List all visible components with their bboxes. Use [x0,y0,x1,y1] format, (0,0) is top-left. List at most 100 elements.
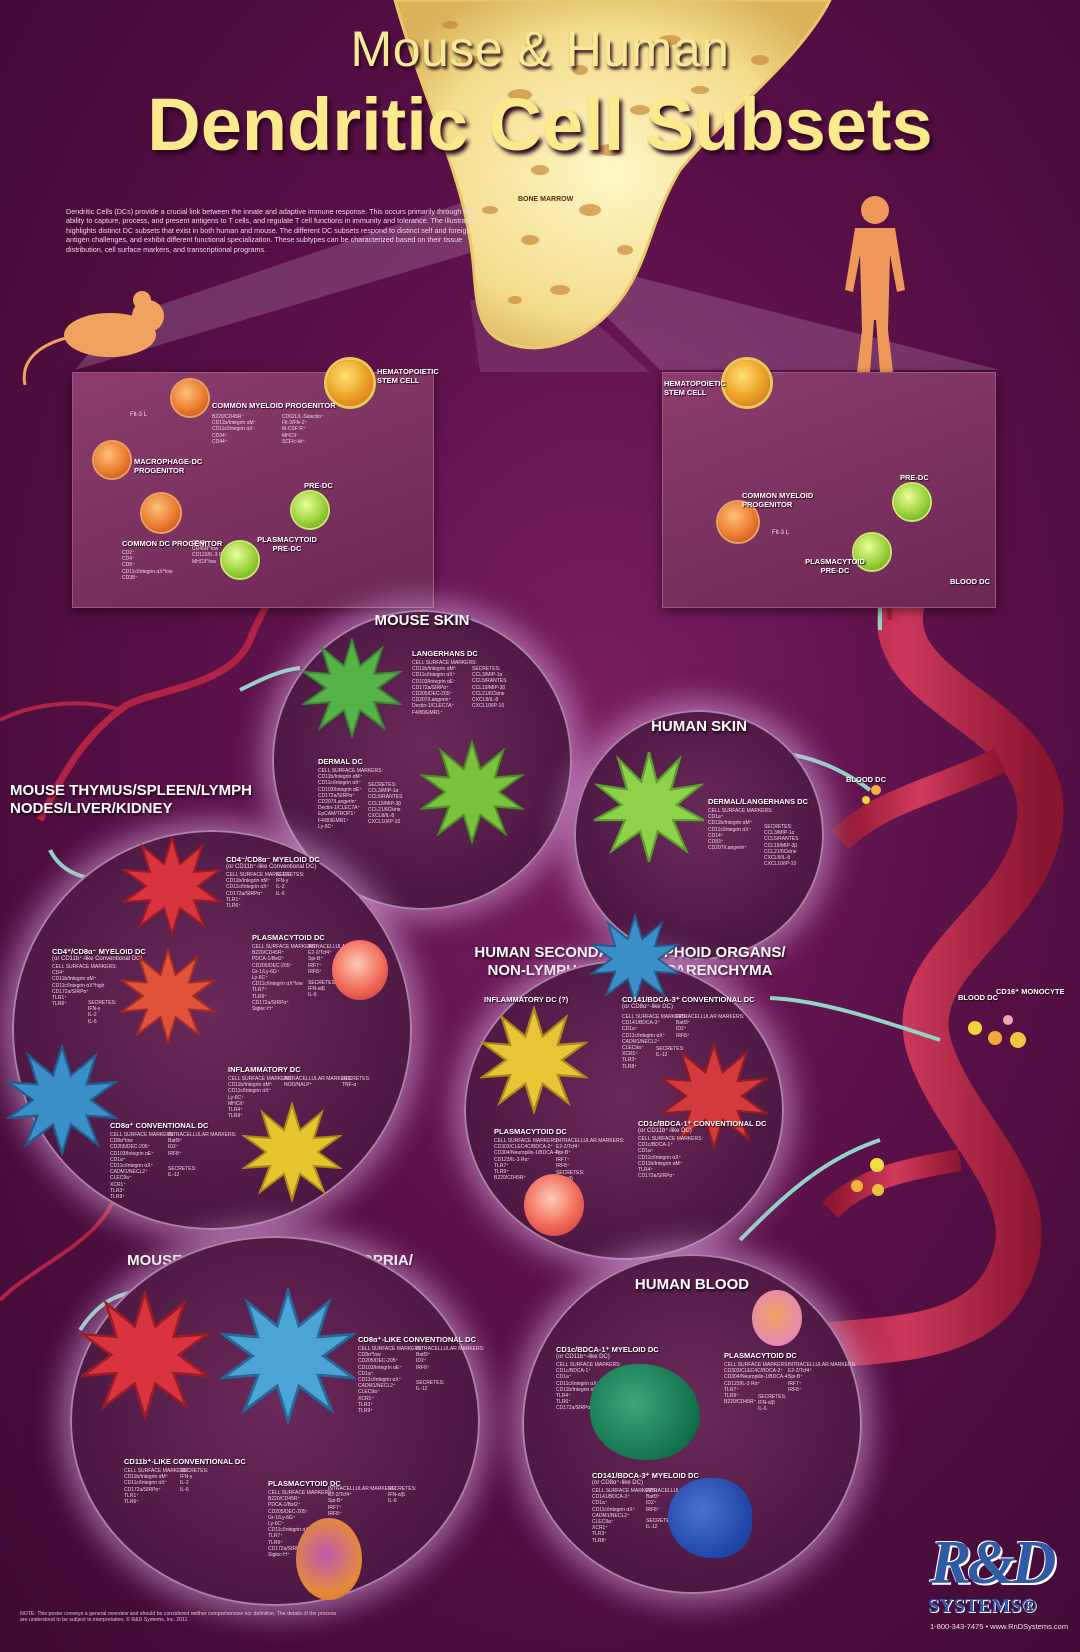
human-cd141-subtitle: (or CD8α⁺-like DC) [622,1004,673,1010]
human-blood-cd141-secretes: SECRETES: IL-12 [646,1518,675,1531]
human-blood-pdc-markers: CELL SURFACE MARKERS: CD303/CLEC4C/BDCA-… [724,1362,791,1406]
mouse-pdc-pre-label: PLASMACYTOID PRE-DC [257,535,317,553]
rd-systems-contact: 1-800-343-7475 • www.RnDSystems.com [930,1622,1069,1631]
mouse-thymus-pdc-secretes: SECRETES: IFN-α/β IL-6 [308,980,337,999]
mouse-cdp-cell [142,494,180,532]
mouse-inflammatory-title: INFLAMMATORY DC [228,1065,301,1074]
human-blood-cd1c-markers: CELL SURFACE MARKERS: CD1c/BDCA-1⁺ CD1a⁺… [556,1362,621,1412]
mouse-cd4neg-title: CD4⁻/CD8α⁻ MYELOID DC [226,855,320,864]
mouse-cd4neg-secretes: SECRETES: IFN-γ IL-2 IL-6 [276,872,305,897]
human-secondary-circle: INFLAMMATORY DC (?) CD141/BDCA-3⁺ CONVEN… [464,914,784,1260]
mouse-intestinal-cd8-secretes: SECRETES: IL-12 [416,1380,445,1393]
human-vessel-branch-2 [822,1149,962,1218]
mouse-cd4pos-markers: CELL SURFACE MARKERS: CD4⁺ CD11b/Integri… [52,964,117,1008]
mouse-langerhans-title: LANGERHANS DC [412,649,478,658]
human-cmp-cell [718,502,758,542]
mouse-dermal-markers: CELL SURFACE MARKERS: CD11b/Integrin αM⁺… [318,768,383,830]
human-stem-cell [724,360,770,406]
mouse-silhouette [22,291,164,386]
bone-marrow-label: BONE MARROW [518,196,574,203]
disclaimer-note: NOTE: This poster conveys a general over… [20,1611,337,1624]
human-inflammatory-title: INFLAMMATORY DC (?) [484,995,569,1004]
mouse-dermal-title: DERMAL DC [318,757,363,766]
human-cd141-secretes: SECRETES: IL-12 [656,1046,685,1059]
mouse-langerhans-secretes: SECRETES: CCL3/MIP-1α CCL5/RANTES CCL19/… [472,666,507,710]
mouse-dermal-secretes: SECRETES: CCL3/MIP-1α CCL5/RANTES CCL19/… [368,782,403,826]
mouse-mdp-label: MACROPHAGE-DC PROGENITOR [134,457,203,475]
mouse-cd8-title: CD8α⁺ CONVENTIONAL DC [110,1121,209,1130]
mouse-langerhans-markers: CELL SURFACE MARKERS: CD11b/Integrin αM⁺… [412,660,477,716]
mouse-intestinal-pdc-cell-image [296,1518,362,1600]
human-pre-dc-label: PRE-DC [900,473,929,482]
mouse-cd8-cell-image [6,1044,118,1156]
human-secondary-pdc-markers: CELL SURFACE MARKERS: CD303/CLEC4C/BDCA-… [494,1138,561,1182]
mouse-inflammatory-markers: CELL SURFACE MARKERS: CD11b/Integrin αM⁺… [228,1076,293,1120]
mouse-cmp-markers-b: CD62L/L-Selectin⁺ Flt-3/Flk-2⁺ M-CSF R⁺ … [282,414,324,445]
mouse-cd4pos-cell-image [120,948,216,1044]
mouse-stem-cell [327,360,373,406]
mouse-langerhans-cell-image [302,638,402,738]
rd-systems-wordmark-text: SYSTEMS [928,1595,1022,1617]
mouse-intestinal-circle: CD8α⁺-LIKE CONVENTIONAL DC CELL SURFACE … [70,1236,484,1606]
mouse-intestinal-cd11b-title: CD11b⁺-LIKE CONVENTIONAL DC [124,1457,246,1466]
human-skin-blood-dc-label: BLOOD DC [846,775,886,784]
human-flt3l-label: Flt-3 L [772,530,790,536]
mouse-intestinal-pdc-title: PLASMACYTOID DC [268,1479,341,1488]
human-secondary-cd1c-markers: CELL SURFACE MARKERS: CD1c/BDCA-1⁺ CD1a⁺… [638,1136,703,1180]
mouse-intestinal-cd8-cell-image [220,1288,356,1424]
human-secondary-pdc-cell-image [524,1174,584,1236]
mouse-inflammatory-cell-image [242,1102,342,1202]
human-cd141-intracellular: INTRACELLULAR MARKERS: Batf3⁺ ID2⁺ IRF8⁺ [676,1014,745,1039]
mouse-intestinal-pdc-secretes: SECRETES: IFN-α/β IL-6 [388,1486,417,1505]
mouse-thymus-pdc-cell-image [332,940,388,1000]
human-blood-cd141-title: CD141/BDCA-3⁺ MYELOID DC [592,1471,699,1480]
mouse-cd4pos-title: CD4⁺/CD8α⁻ MYELOID DC [52,947,146,956]
rd-systems-wordmark: SYSTEMS® [928,1595,1036,1618]
human-dermal-langerhans-cell-image [594,752,704,862]
mouse-intestinal-cd8-title: CD8α⁺-LIKE CONVENTIONAL DC [358,1335,477,1344]
human-cd141-cell-image [590,914,680,1004]
mouse-cd8-intracellular: INTRACELLULAR MARKERS: Batf3⁺ ID2⁺ IRF8⁺ [168,1132,237,1157]
human-blood-pdc-title: PLASMACYTOID DC [724,1351,797,1360]
mouse-thymus-title: MOUSE THYMUS/SPLEEN/LYMPH NODES/LIVER/KI… [10,782,252,817]
human-blood-pdc-intracellular: INTRACELLULAR MARKERS: E2-2/Tcf4⁺ Spi-B⁺… [788,1362,857,1393]
human-secondary-cd16-monocyte-label: CD16⁺ MONOCYTE [996,987,1065,996]
light-ray-left [75,200,480,370]
mouse-inflammatory-intracellular: INTRACELLULAR MARKERS: NOD/NALP⁺ [284,1076,353,1089]
human-blood-cd141-cell-image [668,1478,752,1558]
human-cd141-title: CD141/BDCA-3⁺ CONVENTIONAL DC [622,995,755,1004]
mouse-thymus-pdc-markers: CELL SURFACE MARKERS: B220/CD45R⁺ PDCA-1… [252,944,317,1013]
human-cmp-label: COMMON MYELOID PROGENITOR [742,491,814,509]
human-secondary-cd1c-title: CD1c/BDCA-1⁺ CONVENTIONAL DC [638,1119,767,1128]
human-blood-cd1c-title: CD1c/BDCA-1⁺ MYELOID DC [556,1345,659,1354]
human-skin-circle: HUMAN SKIN DERMAL/LANGERHANS DC CELL SUR… [574,710,824,960]
human-blood-circle: HUMAN BLOOD CD1c/BDCA-1⁺ MYELOID DC (or … [522,1254,862,1594]
mouse-inflammatory-secretes: SECRETES: TNF-α [342,1076,371,1089]
bone-pores [442,21,769,304]
mouse-thymus-pdc-title: PLASMACYTOID DC [252,933,325,942]
human-blood-pdc-cell-image [752,1290,802,1346]
mouse-cd4pos-secretes: SECRETES: IFN-γ IL-2 IL-6 [88,1000,117,1025]
human-blood-pdc-secretes: SECRETES: IFN-α/β IL-6 [758,1394,787,1413]
bone-marrow-shape [393,0,832,350]
human-secondary-blood-dc-label: BLOOD DC [958,993,998,1002]
human-secondary-pdc-title: PLASMACYTOID DC [494,1127,567,1136]
mouse-cmp-markers-a: B220/CD45R⁻ CD11b/Integrin αM⁻ CD11c/Int… [212,414,257,445]
human-cd1c-cell-image [660,1042,768,1150]
human-skin-title: HUMAN SKIN [651,718,747,735]
mouse-bone-marrow-panel: HEMATOPOIETIC STEM CELL COMMON MYELOID P… [72,360,439,608]
human-cd141-markers: CELL SURFACE MARKERS: CD141/BDCA-3⁺ CD1a… [622,1014,687,1070]
human-blood-cd141-subtitle: (or CD8α⁺-like DC) [592,1480,643,1486]
human-dermal-langerhans-title: DERMAL/LANGERHANS DC [708,797,808,806]
rd-systems-logo: R&D [930,1529,1056,1597]
mouse-blood-vessel-2 [0,701,121,722]
poster-title-line1: Mouse & Human [350,21,730,77]
mouse-skin-title: MOUSE SKIN [374,612,470,629]
mouse-cd8-secretes: SECRETES: IL-12 [168,1166,197,1179]
human-bone-marrow-panel: HEMATOPOIETIC STEM CELL COMMON MYELOID P… [662,360,996,608]
poster-title-line2: Dendritic Cell Subsets [147,83,933,166]
mouse-pre-dc-label: PRE-DC [304,481,333,490]
mouse-blood-vessel-3 [0,1179,122,1302]
mouse-cd4neg-subtitle: (or CD11b⁺-like Conventional DC) [226,864,317,870]
mouse-dermal-cell-image [420,740,524,844]
